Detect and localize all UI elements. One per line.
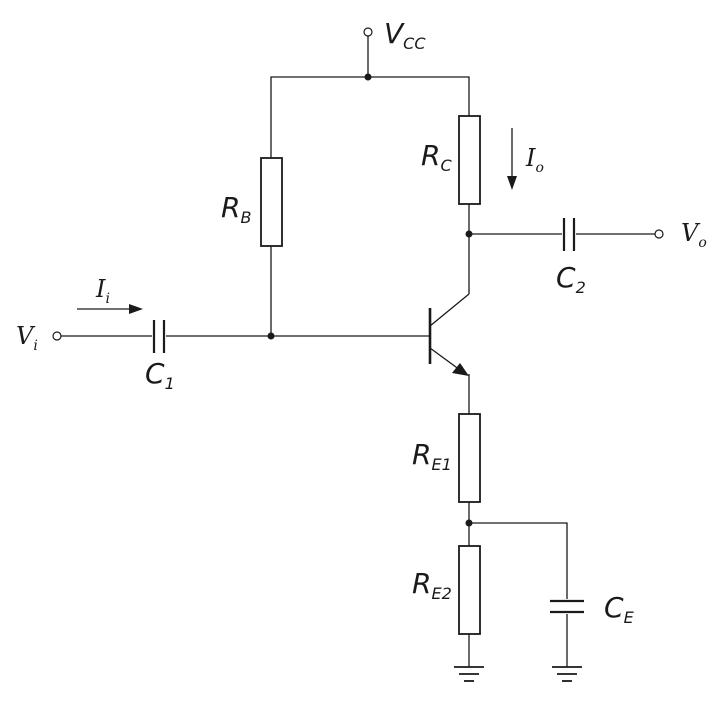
transistor-emitter-leg xyxy=(429,347,461,371)
label-ce: CE xyxy=(604,591,635,627)
resistor-rb xyxy=(260,157,283,247)
label-re1: RE1 xyxy=(412,438,452,474)
label-rb: RB xyxy=(221,191,251,227)
io-current-arrow xyxy=(507,128,517,190)
label-c2: C2 xyxy=(556,261,586,297)
resistor-rc xyxy=(458,115,481,205)
ce-branch-wire xyxy=(469,522,568,599)
emitter-arrow-icon xyxy=(452,363,469,376)
vi-terminal xyxy=(52,331,62,341)
transistor-collector-leg xyxy=(429,293,470,327)
label-rc: RC xyxy=(421,139,452,175)
junction-base xyxy=(267,332,275,340)
label-c1: C1 xyxy=(145,357,175,393)
vcc-terminal xyxy=(363,27,373,37)
ground-icon xyxy=(454,666,484,682)
vo-terminal xyxy=(654,229,664,239)
junction-vcc xyxy=(364,73,372,81)
label-vcc: VCC xyxy=(384,17,426,53)
ground-icon xyxy=(552,666,582,682)
label-io: Io xyxy=(525,144,544,176)
npn-transistor xyxy=(428,293,470,376)
resistor-re2 xyxy=(458,545,481,635)
label-vi: Vi xyxy=(16,322,38,354)
resistor-re1 xyxy=(458,413,481,503)
label-ii: Ii xyxy=(95,275,110,307)
label-vo: Vo xyxy=(681,219,707,251)
label-re2: RE2 xyxy=(412,567,452,603)
ii-current-arrow xyxy=(77,304,143,314)
